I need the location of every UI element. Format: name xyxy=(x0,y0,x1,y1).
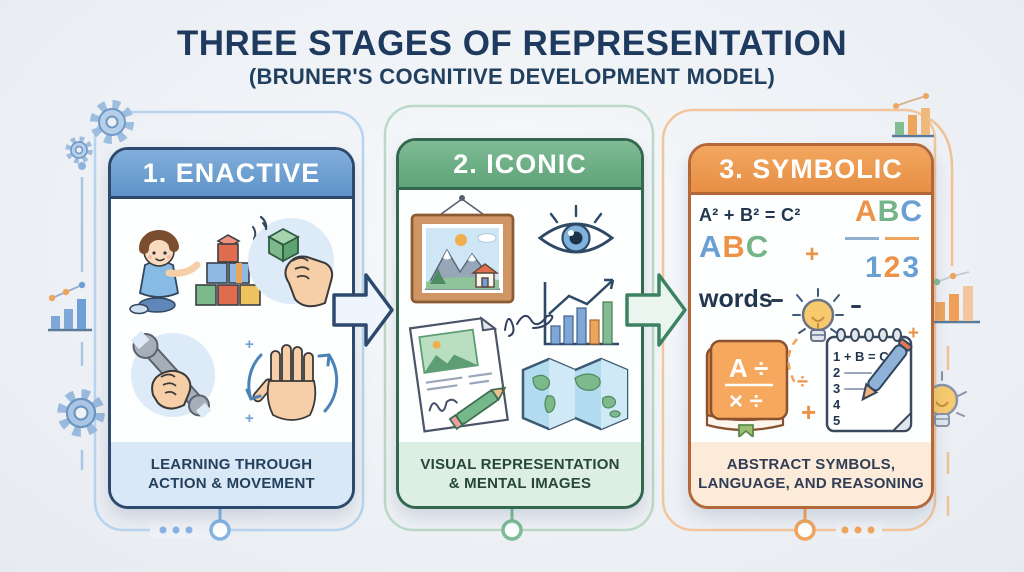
svg-text:× ÷: × ÷ xyxy=(729,388,763,415)
stage-1-caption: LEARNING THROUGH ACTION & MOVEMENT xyxy=(111,442,352,506)
svg-text:3: 3 xyxy=(833,381,840,396)
pythagoras-equation: A² + B² = C² xyxy=(699,205,801,225)
abc-letters: ABC xyxy=(854,195,923,228)
words-label: words xyxy=(699,285,773,313)
stage-card-symbolic: 3. SYMBOLIC A² + B² = C² ABC ABC + 123 w… xyxy=(688,143,934,509)
ellipsis-dots-blue xyxy=(159,526,193,534)
plus-sign: + xyxy=(907,323,919,344)
document-sketch-icon xyxy=(408,316,509,433)
hand-grasping-block-icon xyxy=(248,215,334,308)
abc-letters: ABC xyxy=(699,229,770,264)
hand-holding-wrench-icon xyxy=(130,330,215,419)
page-title: THREE STAGES OF REPRESENTATION xyxy=(176,24,848,63)
growth-chart-icon xyxy=(48,281,92,332)
stage-2-caption: VISUAL REPRESENTATION & MENTAL IMAGES xyxy=(399,442,641,506)
stage-1-header: 1. ENACTIVE xyxy=(111,150,352,199)
svg-text:+: + xyxy=(245,336,254,353)
svg-text:A ÷: A ÷ xyxy=(729,353,768,383)
page-subtitle: (BRUNER'S COGNITIVE DEVELOPMENT MODEL) xyxy=(248,64,776,89)
stage-1-body: + + xyxy=(111,199,352,442)
signature-icon xyxy=(504,314,554,337)
stage-2-header: 2. ICONIC xyxy=(399,141,641,190)
world-map-icon xyxy=(521,357,629,431)
gear-icon xyxy=(90,100,134,144)
moving-hand-icon: + + xyxy=(245,336,339,427)
stage-card-enactive: 1. ENACTIVE xyxy=(108,147,355,509)
growth-chart-icon xyxy=(932,271,980,324)
number-symbols: 123 xyxy=(864,251,921,284)
stage-card-iconic: 2. ICONIC xyxy=(396,138,644,509)
dash-connector xyxy=(851,305,861,308)
arrow-enactive-to-iconic xyxy=(332,273,394,347)
stage-3-header: 3. SYMBOLIC xyxy=(691,146,931,195)
divide-sign: ÷ xyxy=(797,371,808,393)
svg-text:4: 4 xyxy=(833,397,841,412)
stage-2-body xyxy=(399,190,641,442)
dashed-curve xyxy=(787,338,798,384)
card3-connector-node xyxy=(794,519,816,541)
gear-icon xyxy=(57,389,105,437)
svg-text:+: + xyxy=(245,410,254,427)
growth-chart-icon xyxy=(892,93,934,138)
notepad-pen-icon: 1 + B = C 2 3 4 5 xyxy=(825,328,913,433)
svg-text:5: 5 xyxy=(833,413,840,428)
child-building-blocks-icon xyxy=(129,222,268,315)
lightbulb-icon xyxy=(792,288,844,342)
card1-connector-node xyxy=(209,519,231,541)
math-book-icon: A ÷ × ÷ xyxy=(705,339,789,437)
card2-connector-node xyxy=(501,519,523,541)
stage-3-caption: ABSTRACT SYMBOLS, LANGUAGE, AND REASONIN… xyxy=(691,442,931,506)
arrow-iconic-to-symbolic xyxy=(625,273,687,347)
eye-icon xyxy=(537,204,615,254)
framed-picture-icon xyxy=(410,195,515,304)
stage-3-body: A² + B² = C² ABC ABC + 123 words ‿ + xyxy=(691,195,931,442)
plus-sign: + xyxy=(805,241,820,268)
right-accent-curve xyxy=(927,116,954,266)
dash-connector xyxy=(771,299,783,302)
lightbulb-icon xyxy=(917,371,967,427)
svg-text:1 + B = C: 1 + B = C xyxy=(833,349,889,364)
gear-icon xyxy=(65,136,93,164)
svg-text:2: 2 xyxy=(833,365,840,380)
plus-sign: + xyxy=(801,397,817,427)
fraction-line xyxy=(845,237,919,240)
left-accent-line xyxy=(78,162,86,470)
growth-chart-icon xyxy=(543,278,619,346)
ellipsis-dots-orange xyxy=(841,526,875,534)
